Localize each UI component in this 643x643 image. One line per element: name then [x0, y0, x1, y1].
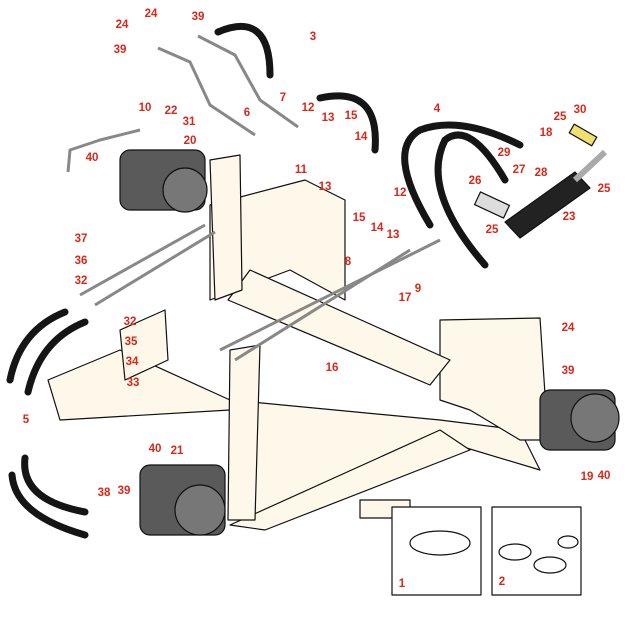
callout-13: 13: [386, 229, 400, 241]
callout-40: 40: [148, 443, 162, 455]
callout-26: 26: [468, 175, 482, 187]
callout-16: 16: [325, 362, 339, 374]
callout-9: 9: [414, 283, 422, 295]
callout-38: 38: [97, 487, 111, 499]
callout-4: 4: [433, 103, 441, 115]
callout-25: 25: [597, 183, 611, 195]
hoses: [6, 22, 524, 539]
callout-23: 23: [562, 211, 576, 223]
callout-14: 14: [370, 222, 384, 234]
hydraulic-cylinder: [473, 123, 608, 239]
callout-39: 39: [191, 11, 205, 23]
callout-28: 28: [534, 167, 548, 179]
callout-27: 27: [512, 164, 526, 176]
callout-24: 24: [561, 322, 575, 334]
callout-20: 20: [183, 135, 197, 147]
callout-17: 17: [398, 292, 412, 304]
callout-19: 19: [580, 471, 594, 483]
callout-10: 10: [138, 102, 152, 114]
callout-3: 3: [309, 31, 317, 43]
hydraulic-motors: [119, 149, 620, 536]
callout-33: 33: [126, 377, 140, 389]
callout-25: 25: [485, 224, 499, 236]
callout-1: 1: [398, 578, 406, 590]
kit-boxes: [391, 506, 582, 596]
callout-21: 21: [170, 445, 184, 457]
callout-39: 39: [113, 44, 127, 56]
callout-40: 40: [85, 152, 99, 164]
callout-30: 30: [573, 104, 587, 116]
frame: [47, 154, 549, 531]
callout-7: 7: [279, 92, 287, 104]
callout-24: 24: [115, 19, 129, 31]
callout-22: 22: [164, 105, 178, 117]
callout-29: 29: [497, 147, 511, 159]
callout-13: 13: [318, 181, 332, 193]
callout-2: 2: [498, 576, 506, 588]
callout-14: 14: [354, 131, 368, 143]
callout-13: 13: [321, 112, 335, 124]
callout-25: 25: [553, 111, 567, 123]
callout-12: 12: [393, 187, 407, 199]
callout-40: 40: [597, 470, 611, 482]
callout-32: 32: [123, 316, 137, 328]
callout-24: 24: [144, 8, 158, 20]
callout-15: 15: [352, 212, 366, 224]
callout-8: 8: [344, 256, 352, 268]
callout-37: 37: [74, 233, 88, 245]
callout-18: 18: [539, 127, 553, 139]
callout-15: 15: [344, 110, 358, 122]
tube-lines: [66, 34, 441, 362]
callout-32: 32: [74, 275, 88, 287]
callout-34: 34: [125, 356, 139, 368]
callout-35: 35: [124, 336, 138, 348]
callout-39: 39: [561, 365, 575, 377]
callout-39: 39: [117, 485, 131, 497]
callout-31: 31: [182, 116, 196, 128]
callout-12: 12: [301, 102, 315, 114]
callout-5: 5: [22, 414, 30, 426]
callout-36: 36: [74, 255, 88, 267]
callout-6: 6: [243, 107, 251, 119]
callout-11: 11: [294, 164, 308, 176]
